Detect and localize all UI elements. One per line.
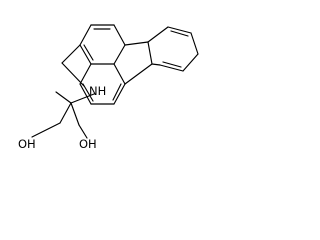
bond-line [78,124,88,139]
bond-line [79,83,92,105]
bond-line [159,64,184,72]
bond-line [113,44,126,65]
bond-line [70,93,95,104]
hydroxyl-left-label: OH [18,137,36,151]
bond-line [79,24,92,46]
bond-line [147,26,169,43]
bond-line [113,24,126,46]
bond-line [55,91,72,104]
bond-line [124,41,149,46]
bond-lines [31,24,199,139]
bond-line [112,83,122,101]
bond-line [61,44,81,64]
bond-line [79,63,92,85]
bond-line [82,83,94,102]
bond-line [113,83,126,105]
bond-line [59,102,72,124]
bond-line [83,44,94,61]
structure-diagram: NH OH OH [0,0,229,162]
bond-line [190,32,199,55]
bond-line [79,44,92,65]
bond-line [182,53,199,72]
bond-line [113,63,126,85]
bond-line [147,41,153,65]
bond-line [167,26,192,34]
bond-line [151,63,161,66]
bond-line [170,30,189,37]
atom-labels: NH OH OH [18,84,106,151]
bond-line [162,61,182,68]
bond-line [70,102,80,126]
amine-label: NH [89,84,106,98]
bond-line [31,122,61,138]
bond-line [61,62,85,87]
bond-line [124,63,153,85]
molecule-drawing: NH OH OH [18,24,199,151]
hydroxyl-right-label: OH [79,137,97,151]
